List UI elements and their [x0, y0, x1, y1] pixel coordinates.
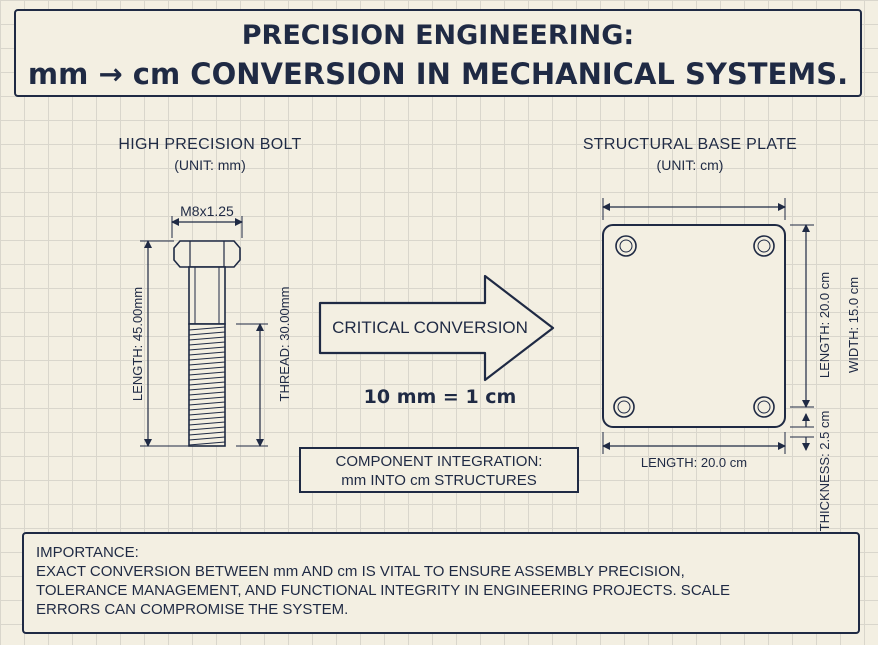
bolt-length-label: LENGTH: 45.00mm [130, 286, 145, 402]
plate-heading: STRUCTURAL BASE PLATE [582, 136, 798, 153]
integration-box: COMPONENT INTEGRATION: mm INTO cm STRUCT… [299, 447, 579, 493]
bolt-heading: HIGH PRECISION BOLT [118, 136, 302, 153]
base-plate-drawing [602, 198, 814, 454]
plate-thickness-label: THICKNESS: 2.5 cm [817, 410, 832, 532]
importance-line-2: TOLERANCE MANAGEMENT, AND FUNCTIONAL INT… [36, 582, 730, 599]
title-banner: PRECISION ENGINEERING: mm → cm CONVERSIO… [14, 9, 862, 97]
conversion-arrow [318, 274, 555, 382]
bolt-thread-label: THREAD: 30.00mm [277, 286, 292, 402]
importance-box: IMPORTANCE: EXACT CONVERSION BETWEEN mm … [22, 532, 860, 634]
bolt-drawing [140, 216, 268, 447]
plate-side-length-label: LENGTH: 20.0 cm [817, 271, 832, 379]
integration-line-2: mm INTO cm STRUCTURES [341, 472, 537, 489]
plate-width-label: WIDTH: 15.0 cm [846, 276, 861, 374]
title-line-2: mm → cm CONVERSION IN MECHANICAL SYSTEMS… [27, 57, 849, 91]
importance-heading: IMPORTANCE: [36, 544, 139, 561]
plate-bottom-length-label: LENGTH: 20.0 cm [640, 455, 748, 470]
bolt-unit: (UNIT: mm) [174, 157, 246, 173]
thread-spec-label: M8x1.25 [180, 203, 234, 219]
title-line-1: PRECISION ENGINEERING: [241, 20, 635, 51]
importance-line-1: EXACT CONVERSION BETWEEN mm AND cm IS VI… [36, 563, 685, 580]
integration-line-1: COMPONENT INTEGRATION: [335, 453, 543, 470]
conversion-equation: 10 mm = 1 cm [363, 386, 517, 408]
importance-line-3: ERRORS CAN COMPROMISE THE SYSTEM. [36, 601, 349, 618]
plate-unit: (UNIT: cm) [656, 157, 724, 173]
conversion-arrow-label: CRITICAL CONVERSION [332, 318, 528, 337]
